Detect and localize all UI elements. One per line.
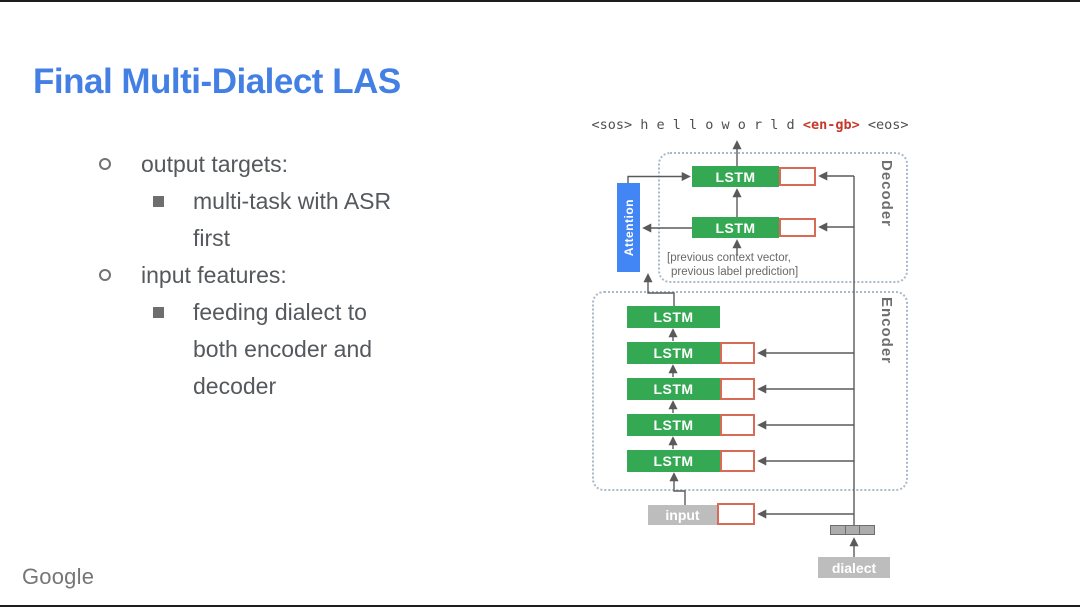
- decoder-dialect-feed-box-1: [779, 167, 816, 186]
- sequence-suffix: <eos>: [859, 117, 909, 133]
- list-item: multi-task with ASR first: [0, 183, 480, 257]
- bullet-list: output targets: multi-task with ASR firs…: [0, 146, 480, 405]
- bullet-text: input features:: [141, 262, 287, 288]
- list-item: input features:: [0, 257, 480, 294]
- encoder-dialect-feed-box-4: [720, 450, 755, 472]
- bullet-text: multi-task with ASR first: [193, 188, 392, 251]
- input-dialect-feed-box: [717, 503, 755, 525]
- encoder-region: [592, 291, 908, 491]
- square-bullet-icon: [153, 196, 164, 207]
- encoder-lstm-2: LSTM: [627, 342, 720, 364]
- decoder-dialect-feed-box-2: [779, 218, 816, 237]
- list-item: output targets:: [0, 146, 480, 183]
- circle-bullet-icon: [99, 269, 111, 281]
- bullet-text: output targets:: [141, 151, 289, 177]
- encoder-dialect-feed-box-2: [720, 378, 755, 400]
- decoder-input-note: [previous context vector, previous label…: [667, 251, 798, 279]
- decoder-lstm-1: LSTM: [692, 166, 779, 187]
- encoder-dialect-feed-box-3: [720, 414, 755, 436]
- dialect-box: dialect: [818, 557, 890, 578]
- output-token-sequence: <sos> h e l l o w o r l d <en-gb> <eos>: [570, 117, 930, 133]
- encoder-lstm-4: LSTM: [627, 414, 720, 436]
- sequence-prefix: <sos> h e l l o w o r l d: [591, 117, 803, 133]
- attention-label: Attention: [621, 198, 636, 257]
- dialect-token: <en-gb>: [802, 117, 860, 133]
- attention-block: Attention: [617, 183, 640, 272]
- page-title: Final Multi-Dialect LAS: [33, 62, 401, 101]
- note-line: previous label prediction]: [671, 266, 799, 278]
- bullet-text: feeding dialect to both encoder and deco…: [193, 299, 373, 399]
- dialect-onehot-vector: [830, 525, 875, 535]
- encoder-dialect-feed-box-1: [720, 342, 755, 364]
- decoder-lstm-2: LSTM: [692, 217, 779, 238]
- onehot-cell: [859, 525, 875, 535]
- encoder-label: Encoder: [878, 297, 895, 365]
- note-line: [previous context vector,: [667, 252, 792, 264]
- encoder-lstm-1: LSTM: [627, 306, 720, 328]
- google-logo: Google: [22, 564, 95, 589]
- encoder-lstm-3: LSTM: [627, 378, 720, 400]
- decoder-label: Decoder: [878, 160, 895, 228]
- slide-top-edge: [0, 0, 1080, 2]
- square-bullet-icon: [153, 307, 164, 318]
- list-item: feeding dialect to both encoder and deco…: [0, 294, 480, 405]
- encoder-lstm-5: LSTM: [627, 450, 720, 472]
- circle-bullet-icon: [99, 158, 111, 170]
- las-architecture-diagram: <sos> h e l l o w o r l d <en-gb> <eos> …: [570, 110, 930, 590]
- slide-bottom-edge: [0, 605, 1080, 607]
- decoder-region: [658, 152, 908, 283]
- input-box: input: [648, 505, 717, 525]
